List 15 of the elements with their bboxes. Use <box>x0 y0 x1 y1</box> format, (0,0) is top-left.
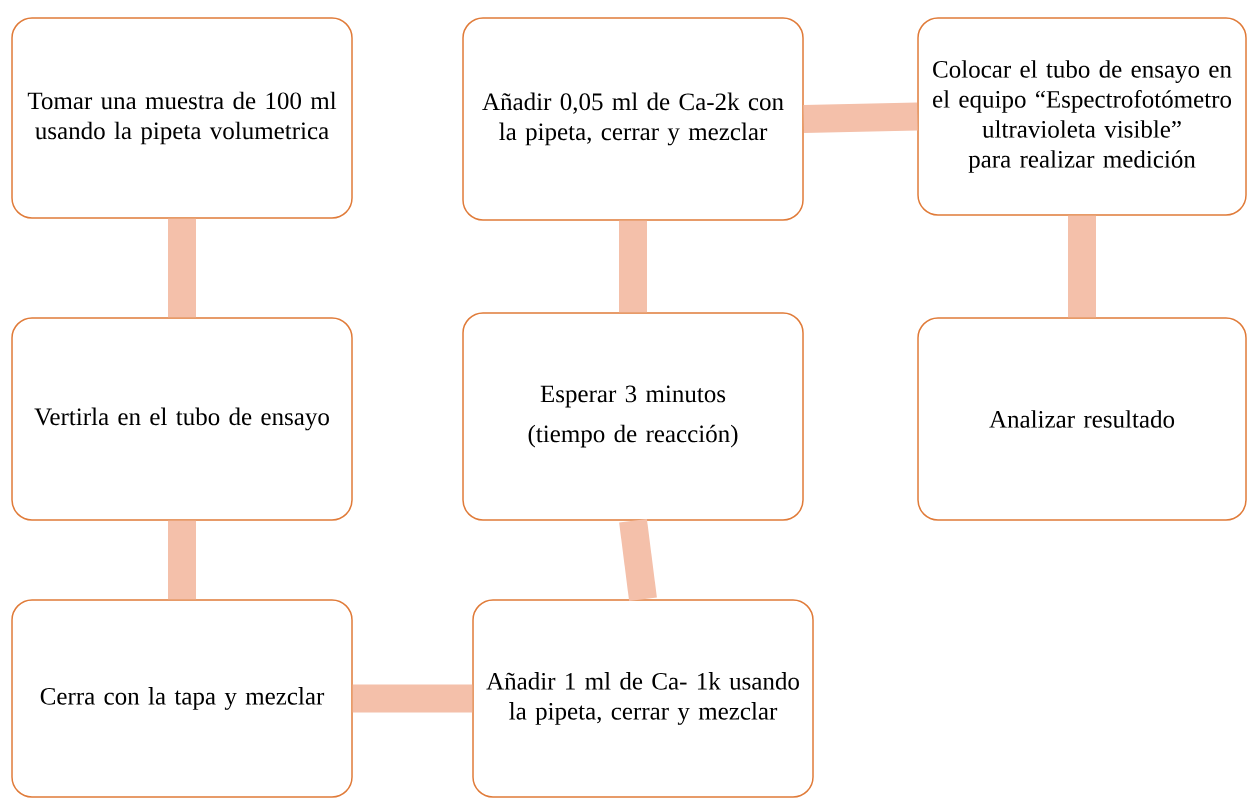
process-box: Colocar el tubo de ensayo en el equipo “Espectrofotómetro ultravioleta visible” para realizar medición <box>917 17 1247 216</box>
connector-bar <box>352 684 473 713</box>
process-box: Vertirla en el tubo de ensayo <box>11 317 353 521</box>
process-box: Tomar una muestra de 100 ml usando la pipeta volumetrica <box>11 17 353 219</box>
process-box: Cerra con la tapa y mezclar <box>11 599 353 798</box>
process-box: Esperar 3 minutos (tiempo de reacción) <box>462 312 804 521</box>
connector-bar <box>803 102 918 133</box>
connector-bar <box>168 520 196 600</box>
connector-bar <box>1068 215 1096 318</box>
connector-bar <box>168 218 196 318</box>
process-box: Añadir 1 ml de Ca- 1k usando la pipeta, cerrar y mezclar <box>472 599 814 798</box>
connector-bar <box>619 220 647 313</box>
process-box: Analizar resultado <box>917 317 1247 521</box>
process-box: Añadir 0,05 ml de Ca-2k con la pipeta, cerrar y mezclar <box>462 17 804 221</box>
connector-bar <box>619 518 657 601</box>
